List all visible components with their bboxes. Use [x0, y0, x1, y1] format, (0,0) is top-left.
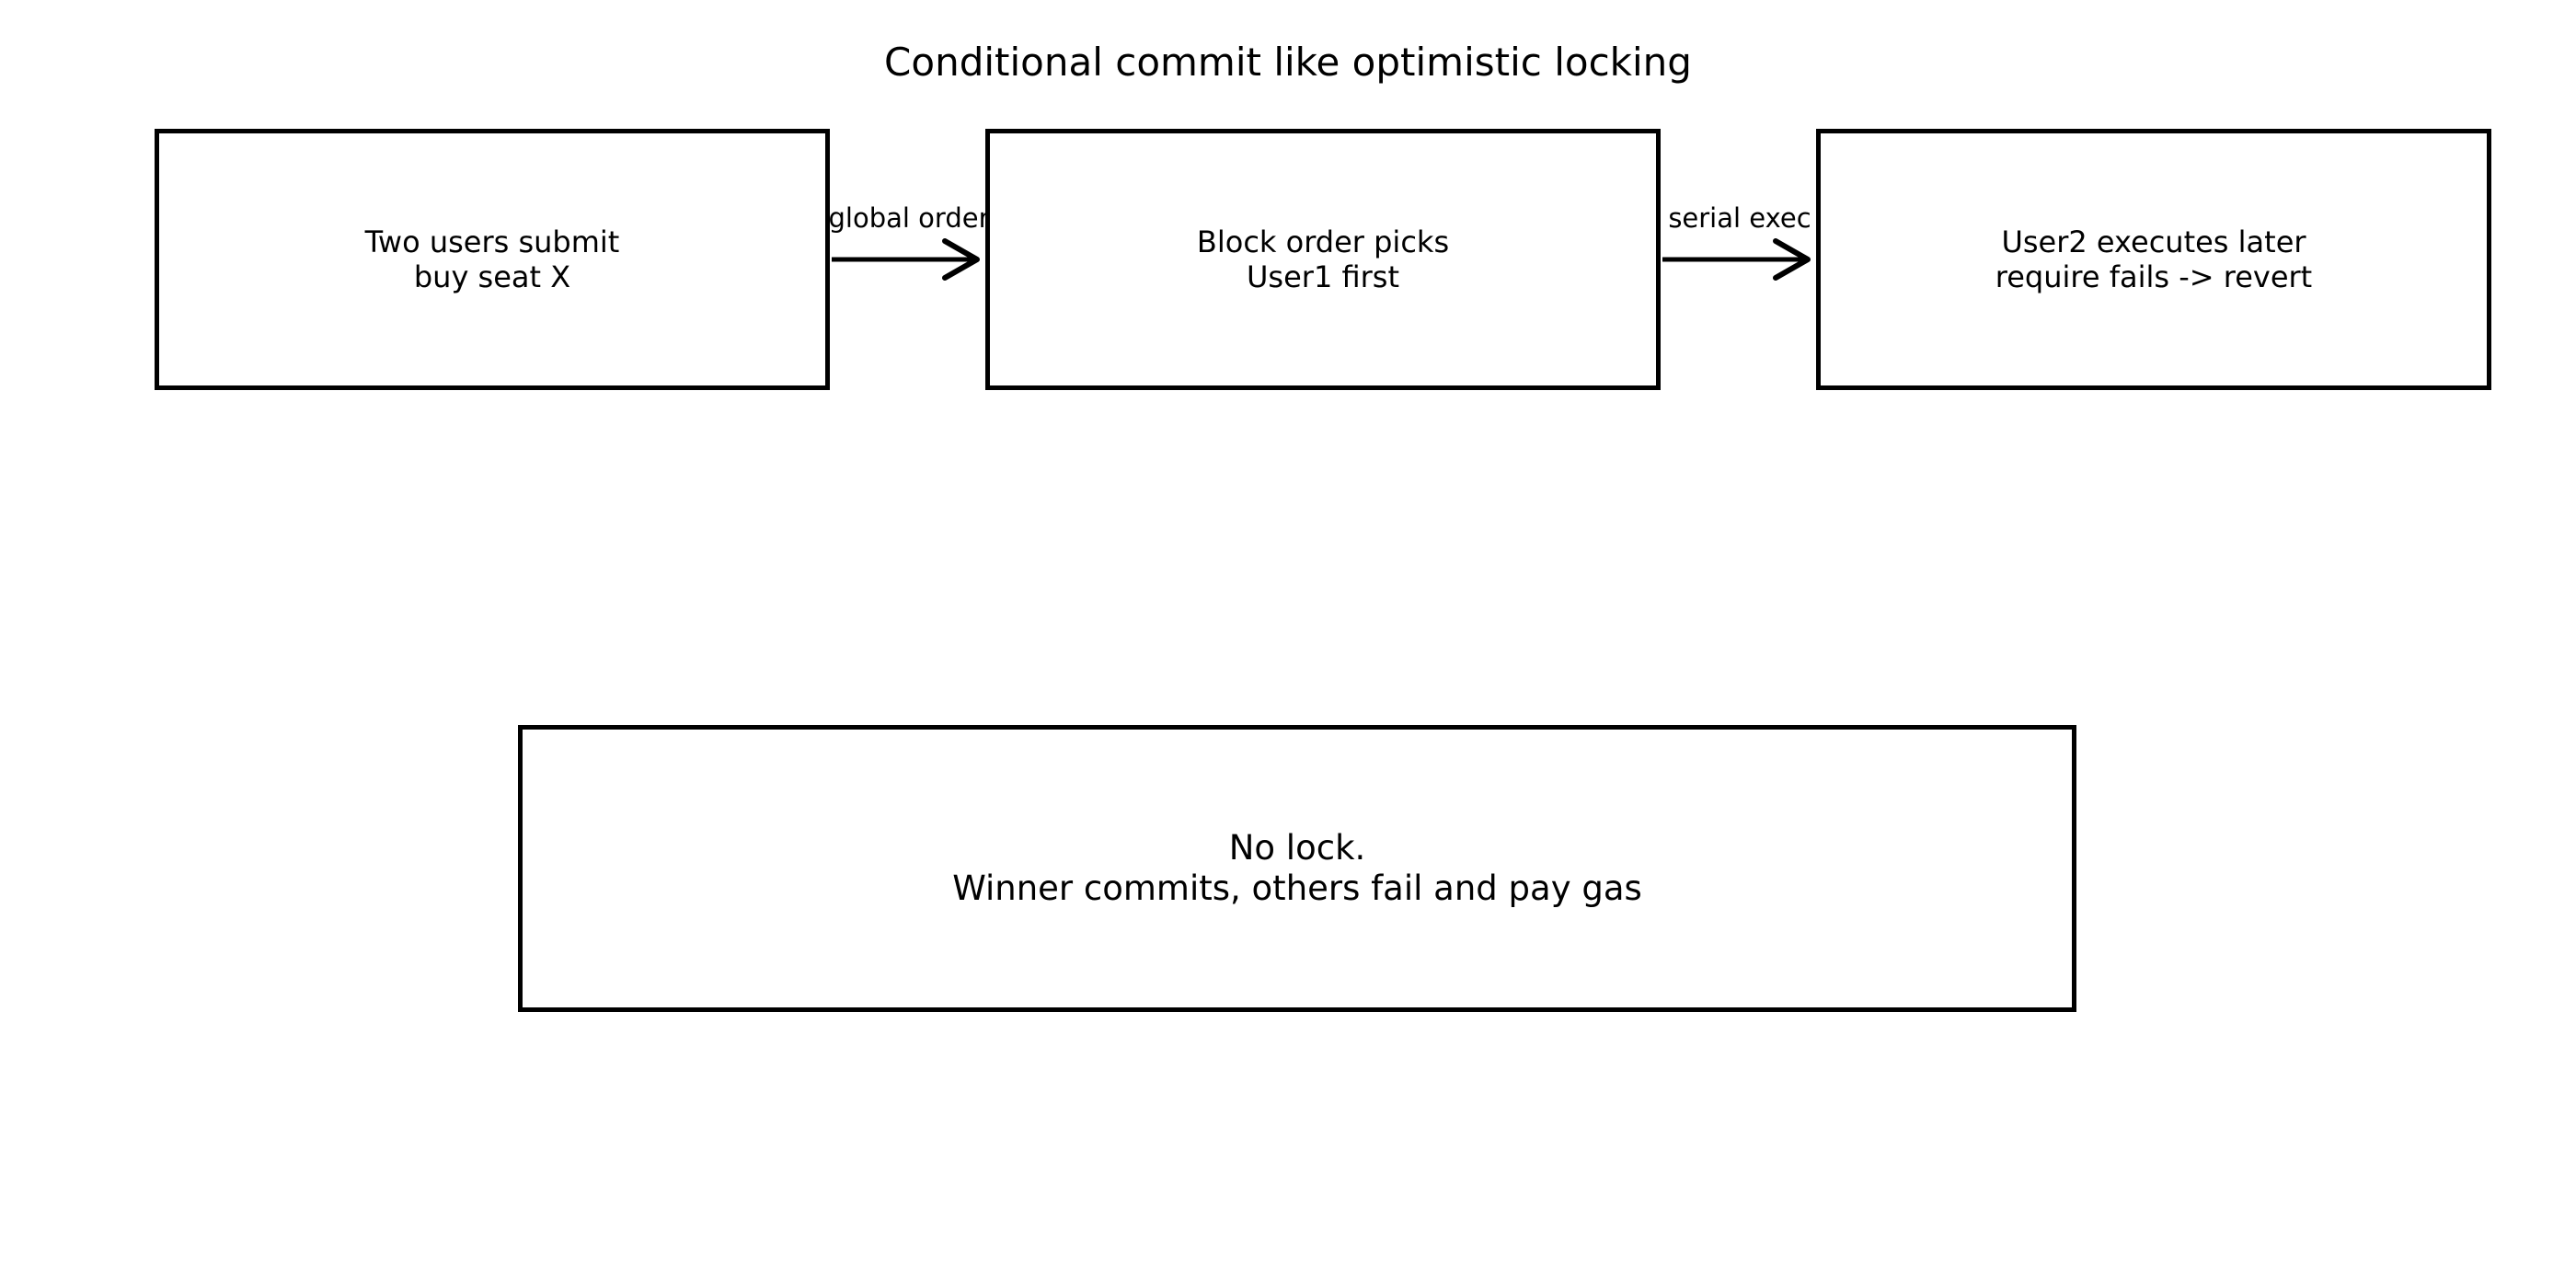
node-text-line: require fails -> revert	[1995, 259, 2313, 294]
diagram-title: Conditional commit like optimistic locki…	[884, 40, 1692, 85]
edge-label-global-order: global order	[828, 202, 990, 234]
node-text-line: User1 first	[1247, 259, 1399, 294]
node-text-line: Two users submit	[364, 224, 620, 259]
edge-label-serial-exec: serial exec	[1668, 202, 1811, 234]
node-text-line: No lock.	[1228, 828, 1366, 868]
node-two-users-submit: Two users submit buy seat X	[155, 129, 830, 390]
node-text-line: Block order picks	[1196, 224, 1450, 259]
node-text-line: buy seat X	[413, 259, 571, 294]
node-user2-executes: User2 executes later require fails -> re…	[1816, 129, 2491, 390]
node-text-line: User2 executes later	[2001, 224, 2306, 259]
node-summary: No lock. Winner commits, others fail and…	[518, 725, 2076, 1012]
node-block-order: Block order picks User1 first	[985, 129, 1661, 390]
node-text-line: Winner commits, others fail and pay gas	[952, 868, 1642, 908]
